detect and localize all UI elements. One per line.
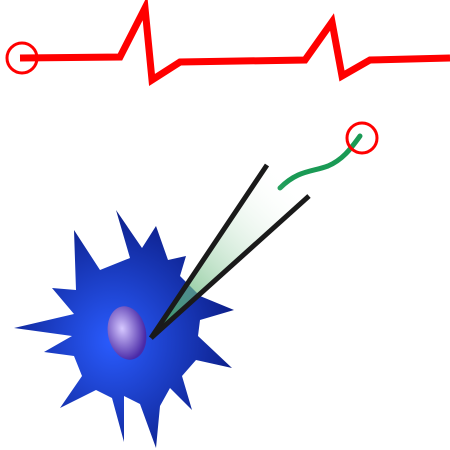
pipette-wall-right	[149, 194, 311, 340]
nucleus-icon	[107, 306, 147, 360]
electrode-end-marker-icon	[345, 121, 379, 155]
pipette-wall-left	[148, 163, 270, 340]
pipette-fill	[151, 166, 308, 338]
recording-start-marker-icon	[5, 41, 39, 75]
action-potential-trace	[19, 0, 450, 87]
